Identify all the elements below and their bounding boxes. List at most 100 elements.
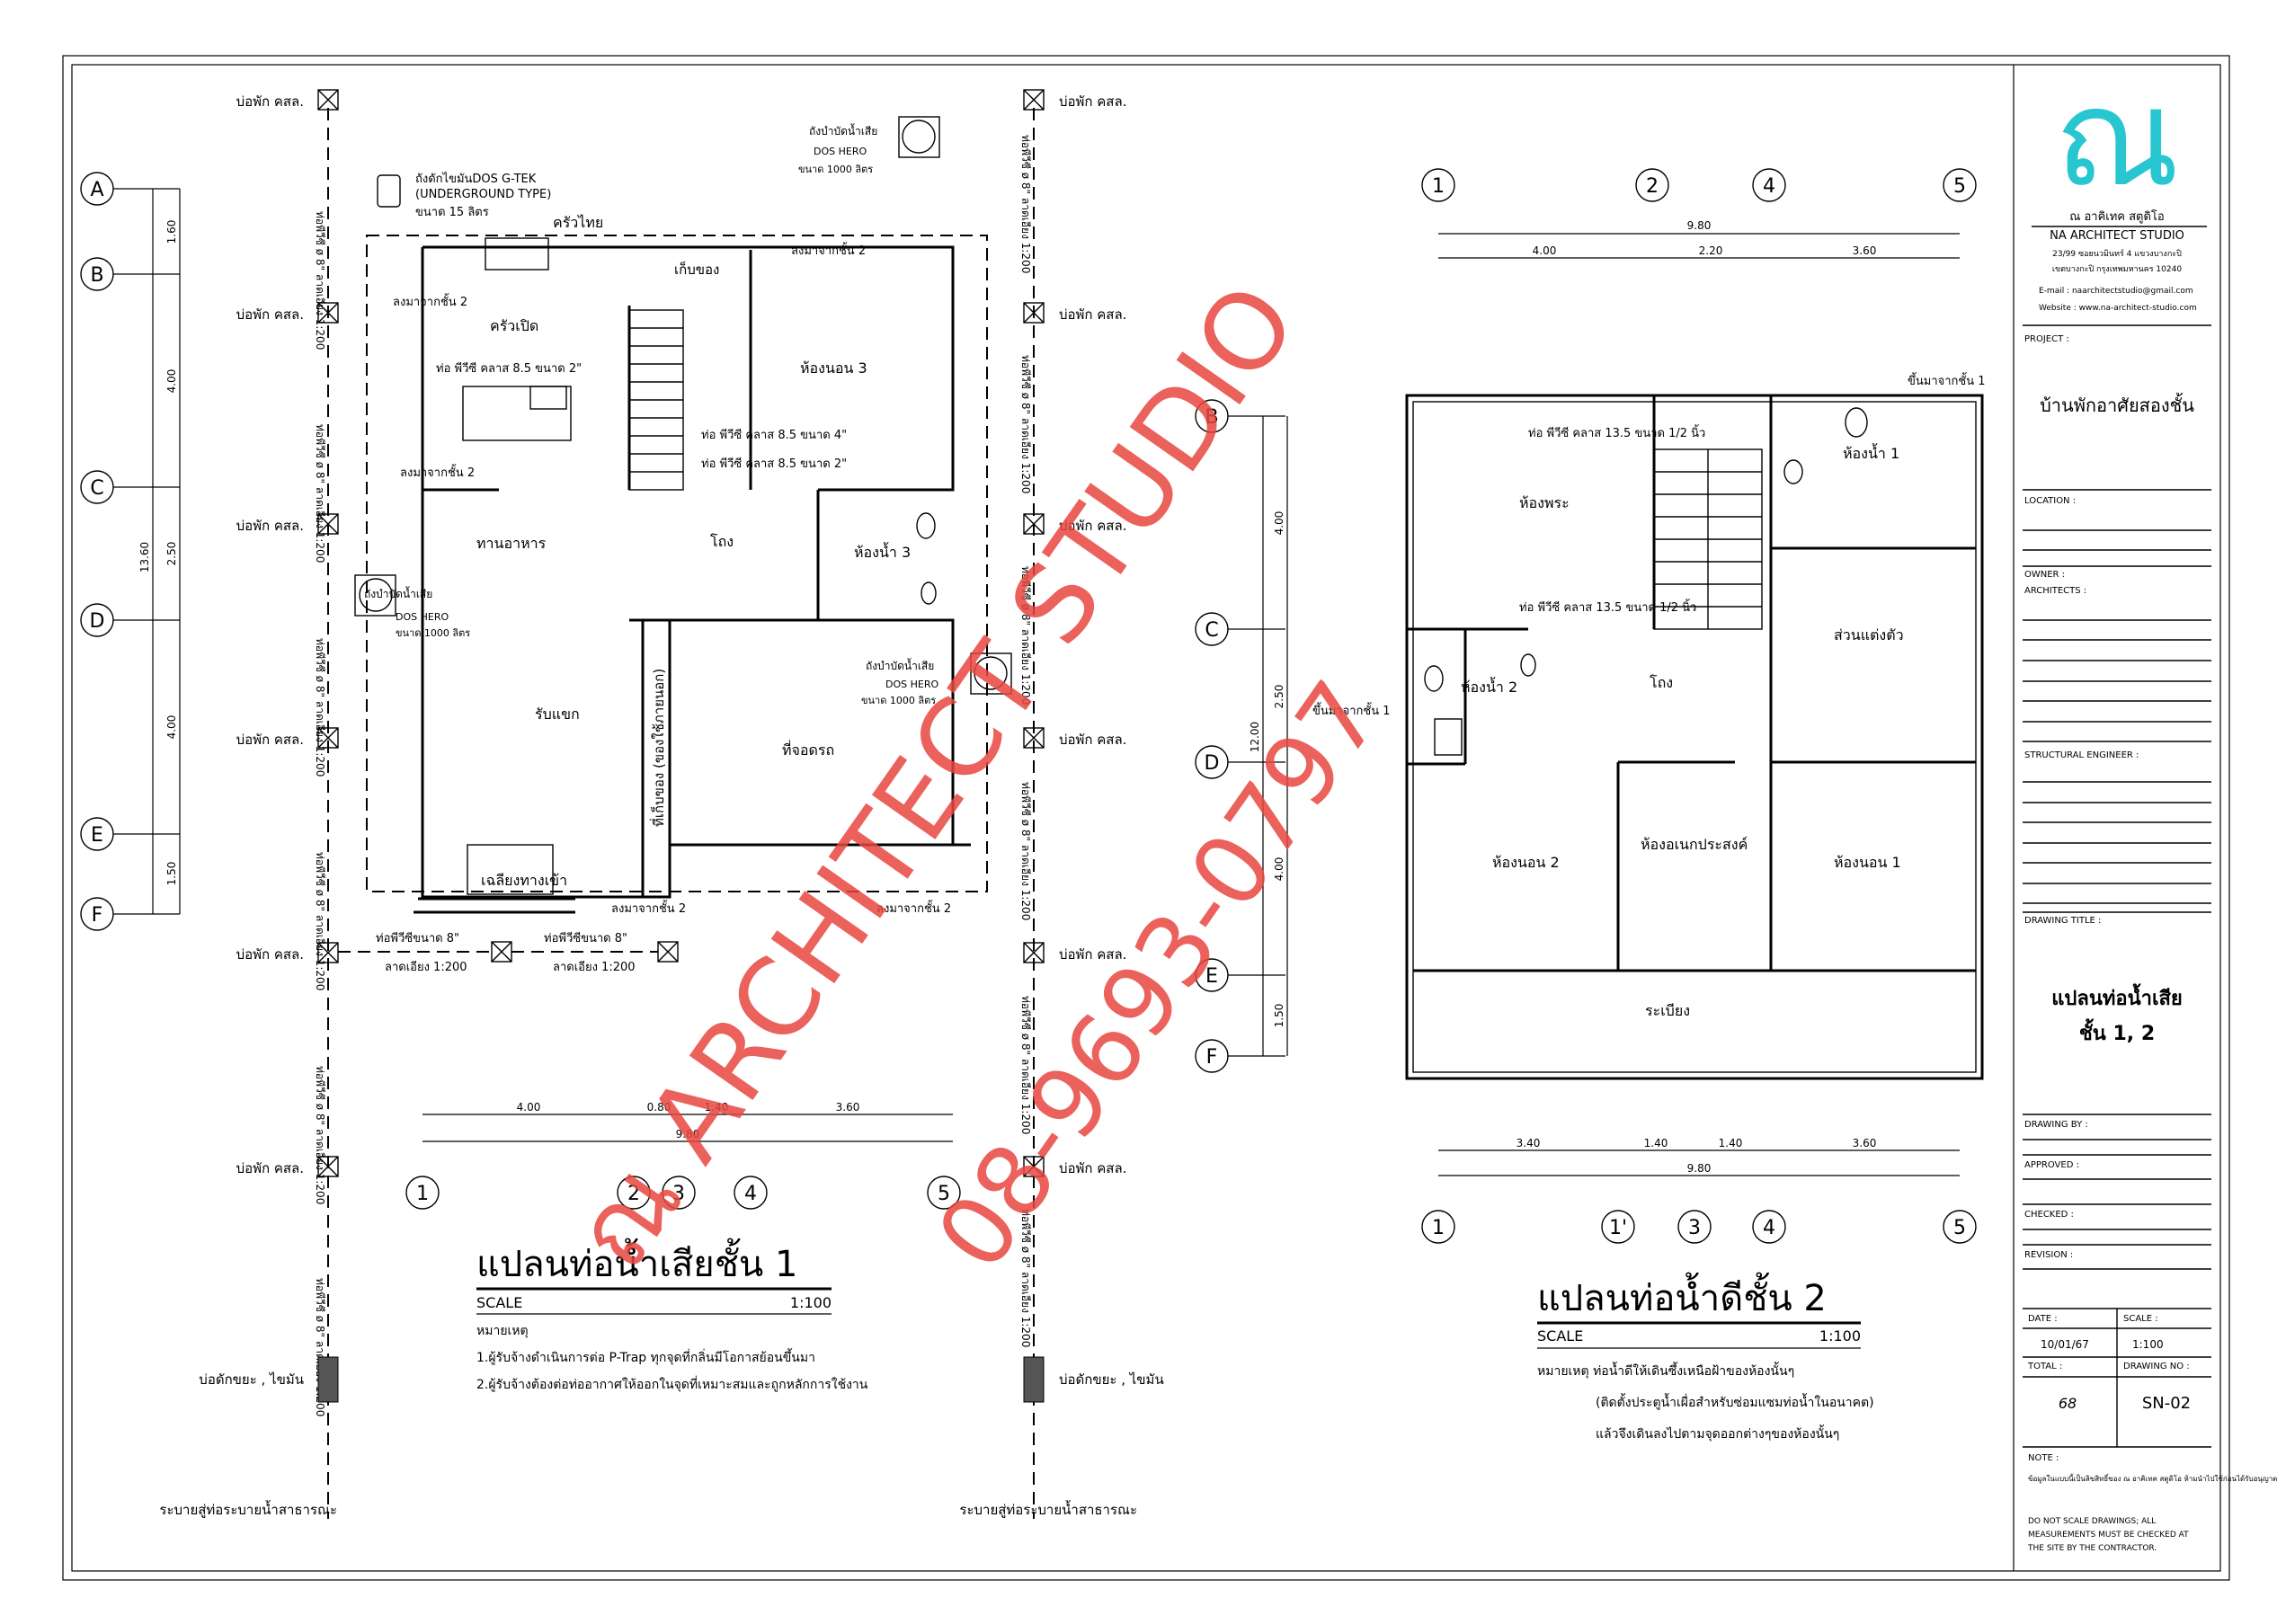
approved-label: APPROVED : — [2024, 1160, 2079, 1170]
svg-text:5: 5 — [1953, 175, 1966, 198]
note-en-3: THE SITE BY THE CONTRACTOR. — [2027, 1544, 2157, 1553]
grid-row-B: B — [80, 257, 180, 291]
total-value: 68 — [2059, 1395, 2077, 1412]
grease-trap-left — [317, 1356, 339, 1403]
plan1-room-labels: ครัวไทย ครัวเปิด เก็บของ ห้องนอน 3 ทานอา… — [476, 214, 911, 889]
plan2-stair — [1653, 448, 1763, 630]
pit-labels-left: บ่อพัก คสล. บ่อพัก คสล. บ่อพัก คสล. บ่อพ… — [236, 93, 304, 1176]
grid2-row-F: F — [1195, 1039, 1285, 1073]
svg-text:ลงมาจากชั้น 2: ลงมาจากชั้น 2 — [791, 242, 866, 258]
svg-text:ลงมาจากชั้น 2: ลงมาจากชั้น 2 — [400, 464, 475, 480]
plan1-fixtures — [354, 116, 1012, 895]
plan-2: 1 2 4 5 9.80 4.00 2.20 3.60 B C D E F 12… — [1195, 168, 1986, 1442]
plan2-title: แปลนท่อน้ำดีชั้น 2 — [1537, 1272, 1827, 1319]
plan1-roof-outline — [366, 235, 988, 892]
svg-text:4.00: 4.00 — [1273, 511, 1285, 536]
plan2-bottom-dimensions: 3.40 1.40 1.40 3.60 9.80 — [1438, 1137, 1960, 1176]
svg-text:3.60: 3.60 — [1853, 1137, 1877, 1149]
drawing-title-2: ชั้น 1, 2 — [2079, 1018, 2155, 1045]
svg-text:13.60: 13.60 — [138, 542, 151, 572]
svg-text:3.40: 3.40 — [1517, 1137, 1541, 1149]
svg-text:ขึ้นมาจากชั้น 1: ขึ้นมาจากชั้น 1 — [1908, 372, 1986, 388]
svg-text:4.00: 4.00 — [165, 715, 178, 740]
studio-website: Website : www.na-architect-studio.com — [2039, 304, 2197, 313]
grid2b-col-3: 3 — [1677, 1210, 1712, 1244]
note-en-2: MEASUREMENTS MUST BE CHECKED AT — [2028, 1531, 2189, 1540]
grease-trap-right — [1023, 1356, 1045, 1403]
svg-text:1.40: 1.40 — [705, 1101, 729, 1114]
svg-text:บ่อพัก คสล.: บ่อพัก คสล. — [1059, 946, 1126, 963]
grid2b-col-5: 5 — [1943, 1210, 1977, 1244]
svg-text:9.80: 9.80 — [1687, 1162, 1712, 1175]
svg-text:รับแขก: รับแขก — [535, 706, 580, 723]
svg-text:(UNDERGROUND TYPE): (UNDERGROUND TYPE) — [415, 188, 551, 201]
total-label: TOTAL : — [2027, 1362, 2062, 1371]
svg-text:4: 4 — [1763, 1217, 1775, 1239]
owner-label: OWNER : — [2024, 570, 2065, 580]
svg-text:3: 3 — [672, 1183, 685, 1205]
svg-text:F: F — [1206, 1046, 1218, 1069]
svg-text:ครัวเปิด: ครัวเปิด — [490, 317, 538, 334]
svg-text:ท่อพีวีซี ø 8" ลาดเอียง 1:200: ท่อพีวีซี ø 8" ลาดเอียง 1:200 — [314, 1066, 326, 1204]
title-block: ณ ณ อาคิเทค สตูดิโอ NA ARCHITECT STUDIO … — [2023, 60, 2277, 1553]
grid-col-2: 2 — [617, 1176, 651, 1210]
plan2-walls — [1405, 394, 1984, 1080]
svg-text:ท่อ พีวีซี คลาส 8.5 ขนาด 4": ท่อ พีวีซี คลาส 8.5 ขนาด 4" — [701, 428, 847, 442]
svg-text:1': 1' — [1609, 1217, 1627, 1239]
septic-tank-icon — [898, 116, 940, 158]
svg-text:1.40: 1.40 — [1644, 1137, 1668, 1149]
svg-text:ท่อพีวีซี ø 8" ลาดเอียง 1:200: ท่อพีวีซี ø 8" ลาดเอียง 1:200 — [1019, 135, 1032, 273]
drawing-title-1: แปลนท่อน้ำเสีย — [2051, 983, 2183, 1010]
svg-text:บ่อพัก คสล.: บ่อพัก คสล. — [1059, 306, 1126, 323]
grid-col-4: 4 — [734, 1176, 768, 1210]
outer-frame — [62, 55, 2230, 1581]
pit-boxes-left — [317, 89, 339, 1177]
plan1-note-2: 2.ผู้รับจ้างต้องต่อท่ออากาศให้ออกในจุดที… — [476, 1376, 868, 1392]
svg-text:ลงมาจากชั้น 2: ลงมาจากชั้น 2 — [611, 900, 686, 916]
svg-text:DOS HERO: DOS HERO — [885, 679, 938, 690]
svg-text:E: E — [91, 824, 103, 847]
svg-text:ขนาด 15 ลิตร: ขนาด 15 ลิตร — [415, 206, 489, 219]
svg-text:2.20: 2.20 — [1699, 244, 1723, 257]
svg-text:ท่อ พีวีซี คลาส 8.5 ขนาด 2": ท่อ พีวีซี คลาส 8.5 ขนาด 2" — [436, 361, 582, 376]
svg-text:2.50: 2.50 — [1273, 685, 1285, 709]
svg-text:5: 5 — [1953, 1217, 1966, 1239]
svg-text:ลงมาจากชั้น 2: ลงมาจากชั้น 2 — [393, 293, 467, 309]
left-sewer-line: บ่อพัก คสล. บ่อพัก คสล. บ่อพัก คสล. บ่อพ… — [159, 89, 339, 1519]
grid2b-col-4: 4 — [1752, 1210, 1786, 1244]
svg-text:ขนาด 1000 ลิตร: ขนาด 1000 ลิตร — [861, 695, 936, 706]
svg-text:ท่อพีวีซี ø 8" ลาดเอียง 1:200: ท่อพีวีซี ø 8" ลาดเอียง 1:200 — [314, 638, 326, 777]
svg-text:ถังดักไขมันDOS G-TEK: ถังดักไขมันDOS G-TEK — [415, 172, 537, 186]
svg-text:ส่วนแต่งตัว: ส่วนแต่งตัว — [1834, 626, 1904, 643]
svg-text:2: 2 — [1646, 175, 1659, 198]
structural-label: STRUCTURAL ENGINEER : — [2024, 750, 2139, 760]
plan2-fixtures — [1424, 407, 1868, 756]
plan1-col-grid: 1 2 3 4 5 — [405, 1176, 961, 1210]
plan1-note-1: 1.ผู้รับจ้างดำเนินการต่อ P-Trap ทุกจุดที… — [476, 1348, 815, 1365]
studio-logo: ณ — [2054, 60, 2179, 217]
scale-label: SCALE : — [2123, 1314, 2158, 1324]
grid-row-F: F — [80, 897, 180, 931]
svg-text:ห้องนอน 2: ห้องนอน 2 — [1492, 854, 1560, 871]
svg-text:บ่อพัก คสล.: บ่อพัก คสล. — [1059, 1160, 1126, 1176]
project-value: บ้านพักอาศัยสองชั้น — [2040, 393, 2194, 416]
svg-text:1.50: 1.50 — [165, 862, 178, 886]
grid2-col-1: 1 — [1421, 168, 1455, 202]
septic-tank-icon — [970, 652, 1012, 695]
public-drain-right-label: ระบายสู่ท่อระบายน้ำสาธารณะ — [959, 1500, 1137, 1518]
svg-text:ท่อ พีวีซี คลาส 13.5 ขนาด 1/2: ท่อ พีวีซี คลาส 13.5 ขนาด 1/2 นิ้ว — [1519, 599, 1696, 615]
svg-text:ห้องอเนกประสงค์: ห้องอเนกประสงค์ — [1641, 836, 1748, 853]
svg-text:C: C — [1205, 619, 1218, 642]
studio-name-th: ณ อาคิเทค สตูดิโอ — [2069, 209, 2164, 224]
pit-labels-right: บ่อพัก คสล. บ่อพัก คสล. บ่อพัก คสล. บ่อพ… — [1059, 93, 1126, 1176]
grid2-row-B: B — [1195, 399, 1285, 433]
svg-text:ทานอาหาร: ทานอาหาร — [476, 535, 547, 552]
svg-text:บ่อพัก คสล.: บ่อพัก คสล. — [1059, 732, 1126, 748]
svg-text:12.00: 12.00 — [1249, 722, 1261, 752]
svg-text:ห้องน้ำ 3: ห้องน้ำ 3 — [854, 542, 911, 561]
svg-text:ท่อพีวีซี ø 8" ลาดเอียง 1:200: ท่อพีวีซี ø 8" ลาดเอียง 1:200 — [1019, 782, 1032, 920]
grid2-col-4: 4 — [1752, 168, 1786, 202]
svg-text:ลาดเอียง 1:200: ลาดเอียง 1:200 — [553, 960, 636, 974]
revision-label: REVISION : — [2024, 1250, 2073, 1260]
drawing-no-value: SN-02 — [2142, 1394, 2191, 1413]
